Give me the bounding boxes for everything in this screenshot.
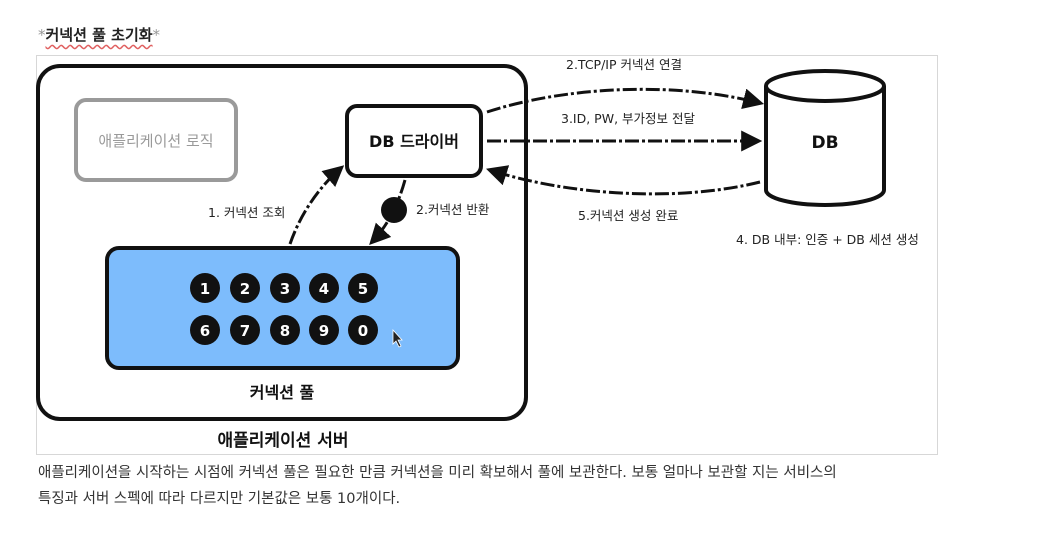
heading-star-right: * — [152, 26, 161, 44]
connection-1: 1 — [190, 273, 220, 303]
connection-5: 5 — [348, 273, 378, 303]
db-label: DB — [811, 133, 838, 153]
db-cylinder — [764, 69, 886, 207]
svg-text:8: 8 — [280, 322, 290, 340]
step-tcp-label: 2.TCP/IP 커넥션 연결 — [566, 57, 682, 72]
connection-4: 4 — [309, 273, 339, 303]
svg-text:6: 6 — [200, 322, 210, 340]
step-db-internal-label: 4. DB 내부: 인증 + DB 세션 생성 — [736, 232, 919, 247]
db-driver-box — [345, 104, 483, 178]
connection-pool-label: 커넥션 풀 — [250, 383, 315, 402]
app-server-label: 애플리케이션 서버 — [217, 431, 348, 451]
connection-3: 3 — [270, 273, 300, 303]
connection-0: 0 — [348, 315, 378, 345]
description-line-2: 특징과 서버 스펙에 따라 다르지만 기본값은 보통 10개이다. — [38, 491, 401, 507]
lookup-arrow — [288, 165, 345, 245]
connection-8: 8 — [270, 315, 300, 345]
connection-pool-box — [105, 246, 460, 370]
step-send-label: 3.ID, PW, 부가정보 전달 — [561, 111, 696, 126]
description-paragraph: 애플리케이션을 시작하는 시점에 커넥션 풀은 필요한 만큼 커넥션을 미리 확… — [38, 460, 938, 512]
connection-created-arrow — [486, 165, 761, 196]
connection-6: 6 — [190, 315, 220, 345]
svg-text:1: 1 — [200, 280, 210, 298]
returning-connection-dot — [381, 197, 407, 223]
svg-text:2: 2 — [240, 280, 250, 298]
db-driver-label: DB 드라이버 — [369, 132, 459, 151]
svg-text:3: 3 — [280, 280, 290, 298]
step-lookup-label: 1. 커넥션 조회 — [208, 205, 285, 220]
section-heading: *커넥션 풀 초기화* — [38, 24, 160, 45]
svg-text:4: 4 — [319, 280, 329, 298]
app-logic-box — [74, 98, 238, 182]
connection-7: 7 — [230, 315, 260, 345]
tcp-connect-arrow — [486, 87, 765, 114]
heading-star-left: * — [38, 26, 46, 44]
svg-text:9: 9 — [319, 322, 329, 340]
heading-title: 커넥션 풀 초기화 — [45, 26, 153, 44]
svg-text:7: 7 — [240, 322, 250, 340]
app-logic-label: 애플리케이션 로직 — [98, 132, 213, 150]
connection-9: 9 — [309, 315, 339, 345]
description-line-1: 애플리케이션을 시작하는 시점에 커넥션 풀은 필요한 만큼 커넥션을 미리 확… — [38, 465, 837, 481]
connection-2: 2 — [230, 273, 260, 303]
step-return-label: 2.커넥션 반환 — [416, 202, 490, 217]
step-created-label: 5.커넥션 생성 완료 — [578, 208, 678, 223]
svg-text:0: 0 — [358, 322, 368, 340]
mouse-cursor-icon — [392, 328, 403, 348]
svg-text:5: 5 — [358, 280, 368, 298]
